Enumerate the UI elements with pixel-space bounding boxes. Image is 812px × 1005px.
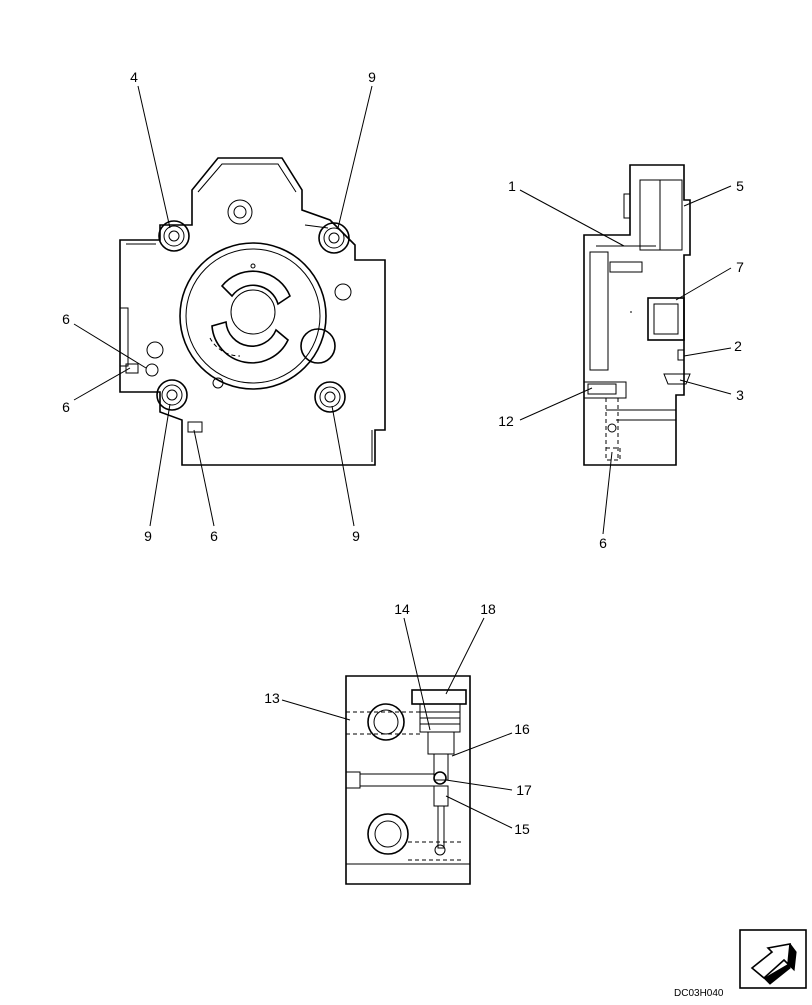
callout-7: 7 <box>736 259 744 275</box>
reference-code: DC03H040 <box>674 988 724 999</box>
callout-16: 16 <box>514 721 530 737</box>
callout-9-bottom-right: 9 <box>352 528 360 544</box>
callout-9-bottom-left: 9 <box>144 528 152 544</box>
section-view <box>281 617 513 885</box>
callout-9-top: 9 <box>368 69 376 85</box>
callout-6-left-lower: 6 <box>62 399 70 415</box>
callout-1: 1 <box>508 178 516 194</box>
callout-2: 2 <box>734 338 742 354</box>
front-view <box>73 85 386 527</box>
callout-5: 5 <box>736 178 744 194</box>
callout-3: 3 <box>736 387 744 403</box>
callout-6-left-upper: 6 <box>62 311 70 327</box>
callout-17: 17 <box>516 782 532 798</box>
view-orientation-icon <box>739 929 807 989</box>
callout-18: 18 <box>480 601 496 617</box>
callout-14: 14 <box>394 601 410 617</box>
callout-6-side: 6 <box>599 535 607 551</box>
callout-12: 12 <box>498 413 514 429</box>
callout-13: 13 <box>264 690 280 706</box>
side-view <box>519 164 732 535</box>
callout-15: 15 <box>514 821 530 837</box>
callout-4-top: 4 <box>130 69 138 85</box>
callout-6-bottom: 6 <box>210 528 218 544</box>
